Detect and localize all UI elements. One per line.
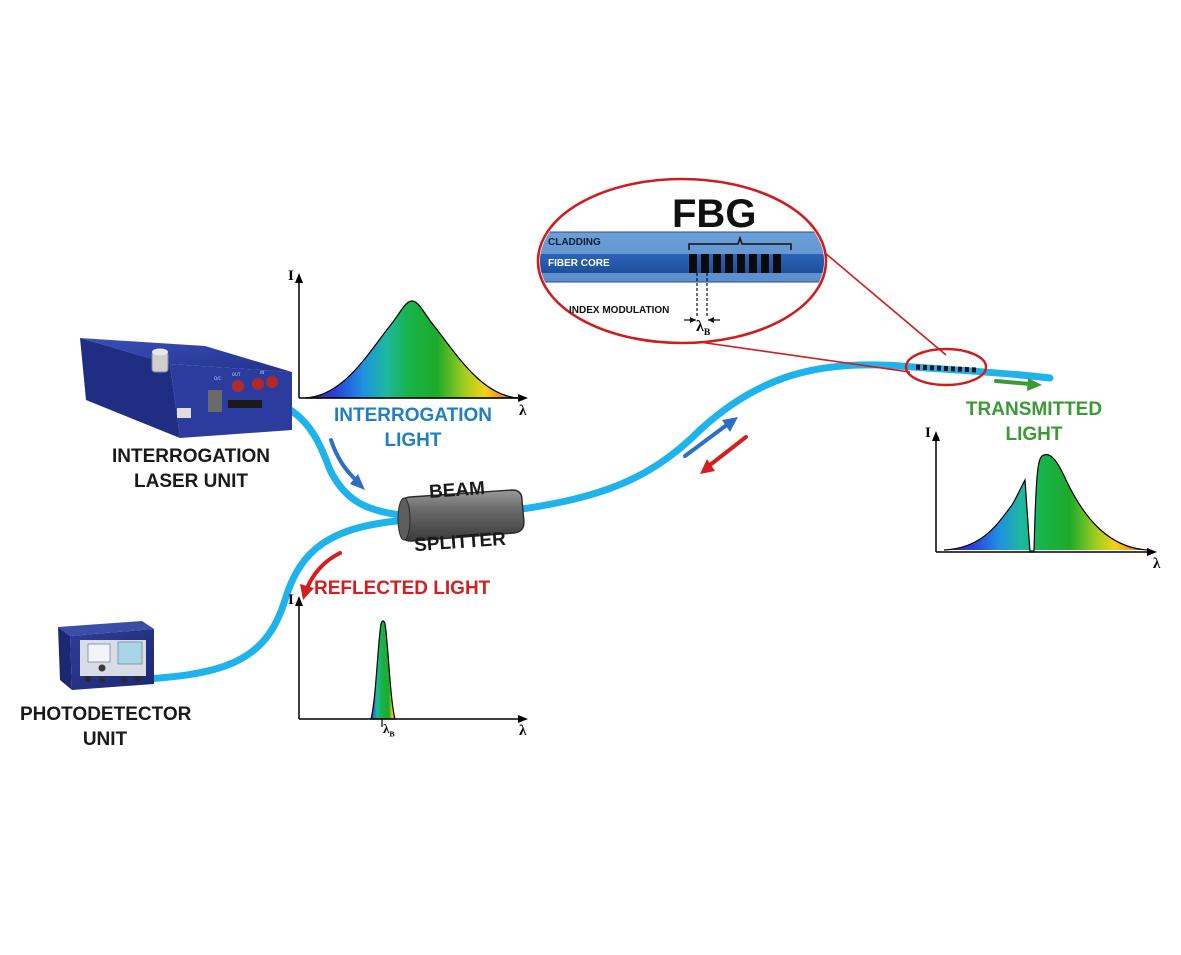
transmitted-light-label: TRANSMITTED LIGHT [965, 399, 1103, 445]
svg-text:O/C: O/C [214, 376, 221, 381]
cladding-label: CLADDING [548, 237, 601, 248]
reflected-light-label: REFLECTED LIGHT [314, 578, 491, 599]
transmitted-plot-i-axis: I [925, 425, 931, 441]
interrogation-laser-device: O/C OUT IN [80, 338, 292, 438]
index-modulation-label: INDEX MODULATION [569, 305, 670, 316]
transmitted-spectrum-plot [932, 431, 1157, 556]
interrogation-arrow-2 [683, 417, 738, 458]
fbg-title: FBG [672, 192, 757, 236]
reflected-spectrum-plot [295, 596, 528, 727]
fbg-zoom-panel [536, 177, 828, 345]
interrogation-laser-unit-label: INTERROGATION LASER UNIT [112, 446, 270, 492]
svg-text:IN: IN [260, 370, 264, 375]
interrogation-plot-i-axis: I [288, 268, 294, 284]
fbg-lambda-b-label: λB [696, 318, 711, 339]
transmitted-plot-lambda-axis: λ [1153, 556, 1161, 572]
fbg-zoom-ring-small [904, 347, 988, 387]
interrogation-spectrum-plot [295, 273, 528, 402]
svg-text:OUT: OUT [232, 372, 241, 377]
reflected-plot-lambda-b: λB [383, 721, 395, 739]
reflected-plot-lambda-axis: λ [519, 723, 527, 739]
reflected-peak-curve [370, 620, 396, 720]
fiber-splitter-to-photodetector [126, 516, 414, 684]
index-modulation-bars [689, 254, 781, 273]
beam-splitter [397, 489, 525, 542]
photodetector-unit-label: PHOTODETECTOR UNIT [20, 704, 192, 750]
photodetector-device [58, 621, 154, 690]
fbg-grating-on-fiber [915, 364, 977, 373]
interrogation-light-label: INTERROGATION LIGHT [334, 405, 492, 451]
transmitted-arrow [994, 378, 1042, 391]
reflected-arrow-2 [300, 551, 342, 600]
reflected-arrow-1 [700, 435, 748, 474]
fiber-core-label: FIBER CORE [548, 258, 610, 269]
interrogation-arrow-1 [329, 438, 365, 490]
interrogation-plot-lambda-axis: λ [519, 403, 527, 419]
grating-bracket [688, 235, 792, 250]
interrogation-spectrum-curve [304, 300, 520, 399]
reflected-plot-i-axis: I [288, 592, 294, 608]
